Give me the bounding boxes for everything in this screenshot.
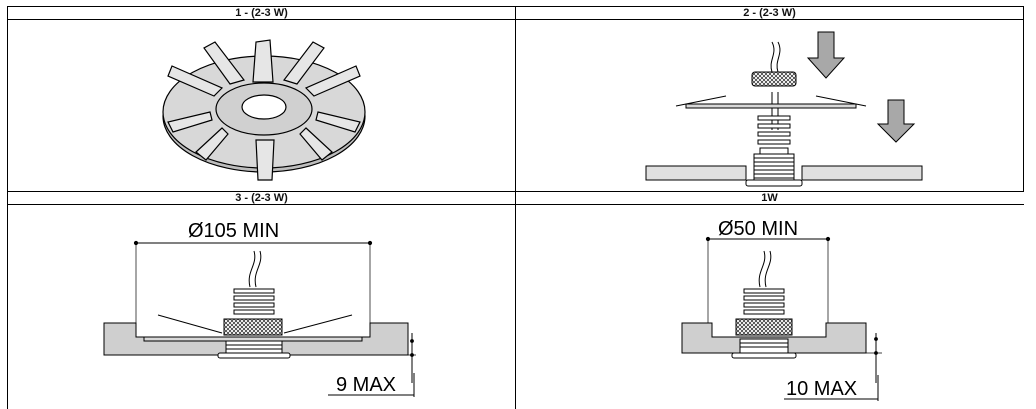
down-arrow-icon [806, 31, 916, 143]
spring-clip-washer-icon [162, 39, 366, 181]
panel-1-title: 1 - (2-3 W) [235, 7, 288, 19]
table-rule-3 [7, 204, 1024, 205]
table-rule-1 [7, 19, 1024, 20]
installation-step-2-diagram [645, 31, 923, 187]
diameter-label: Ø50 MIN [718, 218, 798, 240]
installation-step-3-diagram: Ø105 MIN 9 MAX [103, 220, 416, 397]
table-border-top [7, 6, 1024, 7]
table-border-right [1023, 6, 1024, 192]
table-border-mid [515, 6, 516, 409]
depth-label: 9 MAX [336, 374, 396, 396]
panel-4-title: 1W [761, 192, 778, 204]
installation-step-4-diagram: Ø50 MIN 10 MAX [681, 218, 882, 401]
panel-3-title: 3 - (2-3 W) [235, 192, 288, 204]
panel-2-title: 2 - (2-3 W) [743, 7, 796, 19]
diameter-label: Ø105 MIN [188, 220, 279, 242]
table-border-left [7, 6, 8, 409]
table-rule-2 [7, 191, 1024, 192]
depth-label: 10 MAX [786, 378, 857, 400]
